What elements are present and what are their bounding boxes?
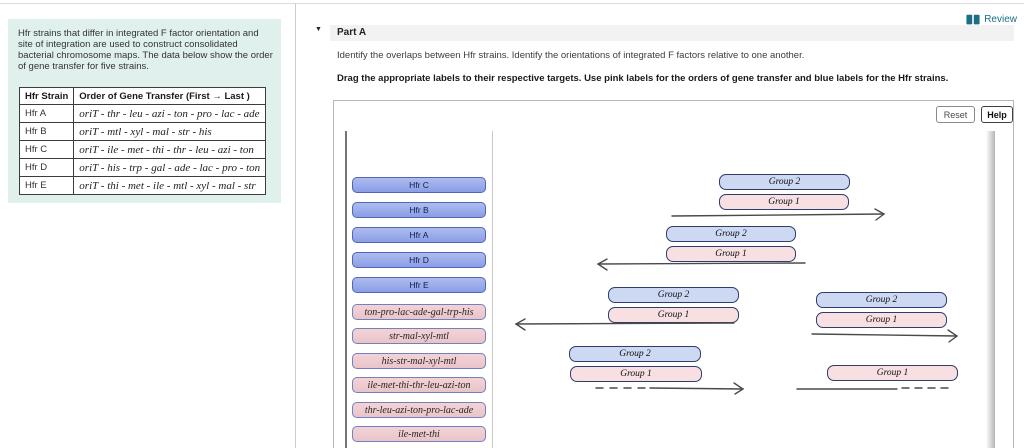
strain-cell: Hfr E	[18, 176, 75, 195]
part-a-header-bar: Part A	[330, 25, 1014, 41]
collapse-caret-icon[interactable]: ▼	[315, 26, 322, 33]
drop-target-group2[interactable]: Group 2	[719, 174, 850, 190]
drag-label-hfr-e[interactable]: Hfr E	[352, 277, 486, 293]
drag-label-hfr-d[interactable]: Hfr D	[352, 252, 486, 268]
table-row: Hfr E oriT - thi - met - ile - mtl - xyl…	[18, 176, 267, 195]
review-label: Review	[984, 14, 1017, 25]
pane-divider	[295, 3, 296, 448]
drop-target-group2[interactable]: Group 2	[666, 226, 796, 242]
table-row: Hfr C oriT - ile - met - thi - thr - leu…	[18, 140, 267, 159]
instruction-text: Identify the overlaps between Hfr strain…	[337, 50, 805, 61]
drag-label-gene-order-3[interactable]: his-str-mal-xyl-mtl	[352, 353, 486, 369]
top-rule	[0, 3, 1024, 4]
drag-label-hfr-c[interactable]: Hfr C	[352, 177, 486, 193]
strain-cell: Hfr C	[18, 140, 75, 159]
drag-label-gene-order-5[interactable]: thr-leu-azi-ton-pro-lac-ade	[352, 402, 486, 418]
gene-transfer-table: Hfr Strain Order of Gene Transfer (First…	[18, 87, 267, 195]
intro-text: Hfr strains that differ in integrated F …	[18, 28, 273, 72]
strain-cell: Hfr D	[18, 158, 75, 177]
drag-instruction-text: Drag the appropriate labels to their res…	[337, 73, 949, 84]
intro-card: Hfr strains that differ in integrated F …	[8, 19, 281, 203]
table-row: Hfr A oriT - thr - leu - azi - ton - pro…	[18, 104, 267, 123]
part-title: Part A	[337, 27, 367, 38]
drag-label-hfr-b[interactable]: Hfr B	[352, 202, 486, 218]
strain-cell: Hfr A	[18, 104, 75, 123]
book-icon	[966, 14, 980, 25]
order-cell: oriT - thi - met - ile - mtl - xyl - mal…	[73, 176, 267, 195]
drop-target-group1[interactable]: Group 1	[666, 246, 796, 262]
palette-left-border	[345, 131, 347, 448]
drag-label-hfr-a[interactable]: Hfr A	[352, 227, 486, 243]
order-cell: oriT - his - trp - gal - ade - lac - pro…	[73, 158, 267, 177]
drop-target-group1[interactable]: Group 1	[608, 307, 739, 323]
drop-target-group1[interactable]: Group 1	[816, 312, 947, 328]
review-link[interactable]: Review	[966, 14, 1017, 25]
order-cell: oriT - thr - leu - azi - ton - pro - lac…	[73, 104, 267, 123]
order-cell: oriT - ile - met - thi - thr - leu - azi…	[73, 140, 267, 159]
drag-label-gene-order-4[interactable]: ile-met-thi-thr-leu-azi-ton	[352, 377, 486, 393]
drop-target-group1[interactable]: Group 1	[719, 194, 849, 210]
order-cell: oriT - mtl - xyl - mal - str - his	[73, 122, 267, 141]
col-header-order: Order of Gene Transfer (First → Last )	[73, 87, 267, 105]
table-row: Hfr D oriT - his - trp - gal - ade - lac…	[18, 158, 267, 177]
drop-target-group1[interactable]: Group 1	[827, 365, 958, 381]
col-header-strain: Hfr Strain	[18, 87, 75, 105]
palette-right-border	[492, 131, 493, 448]
drop-target-group2[interactable]: Group 2	[569, 346, 701, 362]
canvas-edge-shadow	[986, 131, 995, 448]
drop-target-group1[interactable]: Group 1	[570, 366, 702, 382]
drop-target-group2[interactable]: Group 2	[816, 292, 947, 308]
strain-cell: Hfr B	[18, 122, 75, 141]
drag-label-gene-order-6[interactable]: ile-met-thi	[352, 426, 486, 442]
reset-button[interactable]: Reset	[936, 106, 975, 123]
drag-label-gene-order-2[interactable]: str-mal-xyl-mtl	[352, 328, 486, 344]
help-button[interactable]: Help	[981, 106, 1013, 123]
table-header-row: Hfr Strain Order of Gene Transfer (First…	[18, 87, 267, 105]
drag-label-gene-order-1[interactable]: ton-pro-lac-ade-gal-trp-his	[352, 304, 486, 320]
activity-area	[333, 100, 1014, 448]
drop-target-group2[interactable]: Group 2	[608, 287, 739, 303]
table-row: Hfr B oriT - mtl - xyl - mal - str - his	[18, 122, 267, 141]
